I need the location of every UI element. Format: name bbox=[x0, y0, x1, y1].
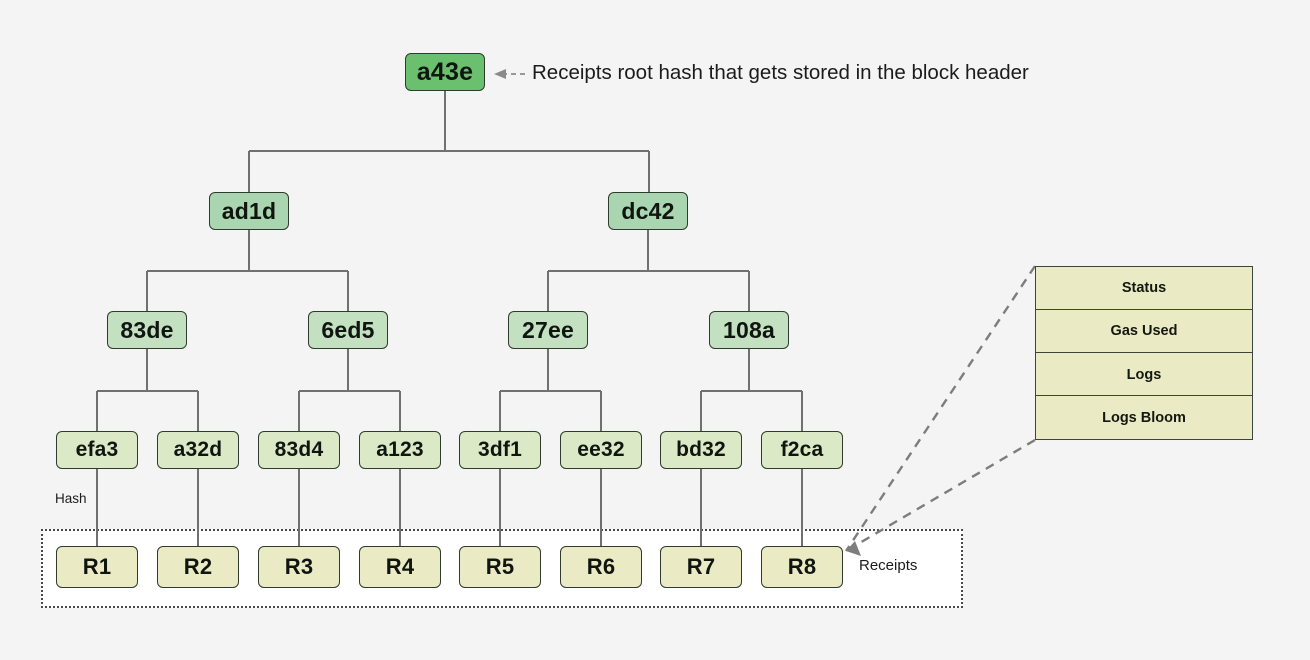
root-hash-annotation: Receipts root hash that gets stored in t… bbox=[532, 61, 1029, 84]
hash-node-83d4[interactable]: 83d4 bbox=[258, 431, 340, 469]
hash-node-27ee[interactable]: 27ee bbox=[508, 311, 588, 349]
callout-line-top bbox=[844, 265, 1037, 552]
hash-node-bd32[interactable]: bd32 bbox=[660, 431, 742, 469]
receipt-node-r7[interactable]: R7 bbox=[660, 546, 742, 588]
receipt-field-logs: Logs bbox=[1035, 352, 1253, 397]
hash-node-ad1d[interactable]: ad1d bbox=[209, 192, 289, 230]
receipt-node-r4[interactable]: R4 bbox=[359, 546, 441, 588]
receipt-field-logs-bloom: Logs Bloom bbox=[1035, 395, 1253, 440]
hash-node-dc42[interactable]: dc42 bbox=[608, 192, 688, 230]
hash-node-a32d[interactable]: a32d bbox=[157, 431, 239, 469]
receipt-field-status: Status bbox=[1035, 266, 1253, 311]
receipt-field-gas-used: Gas Used bbox=[1035, 309, 1253, 354]
hash-node-f2ca[interactable]: f2ca bbox=[761, 431, 843, 469]
root-note-arrowhead bbox=[494, 69, 506, 79]
hash-node-3df1[interactable]: 3df1 bbox=[459, 431, 541, 469]
receipt-node-r2[interactable]: R2 bbox=[157, 546, 239, 588]
receipt-node-r5[interactable]: R5 bbox=[459, 546, 541, 588]
receipt-node-r1[interactable]: R1 bbox=[56, 546, 138, 588]
hash-node-108a[interactable]: 108a bbox=[709, 311, 789, 349]
receipts-group-label: Receipts bbox=[859, 557, 918, 574]
receipt-node-r8[interactable]: R8 bbox=[761, 546, 843, 588]
hash-node-ee32[interactable]: ee32 bbox=[560, 431, 642, 469]
receipt-node-r3[interactable]: R3 bbox=[258, 546, 340, 588]
hash-node-a123[interactable]: a123 bbox=[359, 431, 441, 469]
hash-node-83de[interactable]: 83de bbox=[107, 311, 187, 349]
hash-column-label: Hash bbox=[55, 491, 87, 506]
hash-node-efa3[interactable]: efa3 bbox=[56, 431, 138, 469]
hash-node-a43e[interactable]: a43e bbox=[405, 53, 485, 91]
hash-node-6ed5[interactable]: 6ed5 bbox=[308, 311, 388, 349]
receipt-node-r6[interactable]: R6 bbox=[560, 546, 642, 588]
